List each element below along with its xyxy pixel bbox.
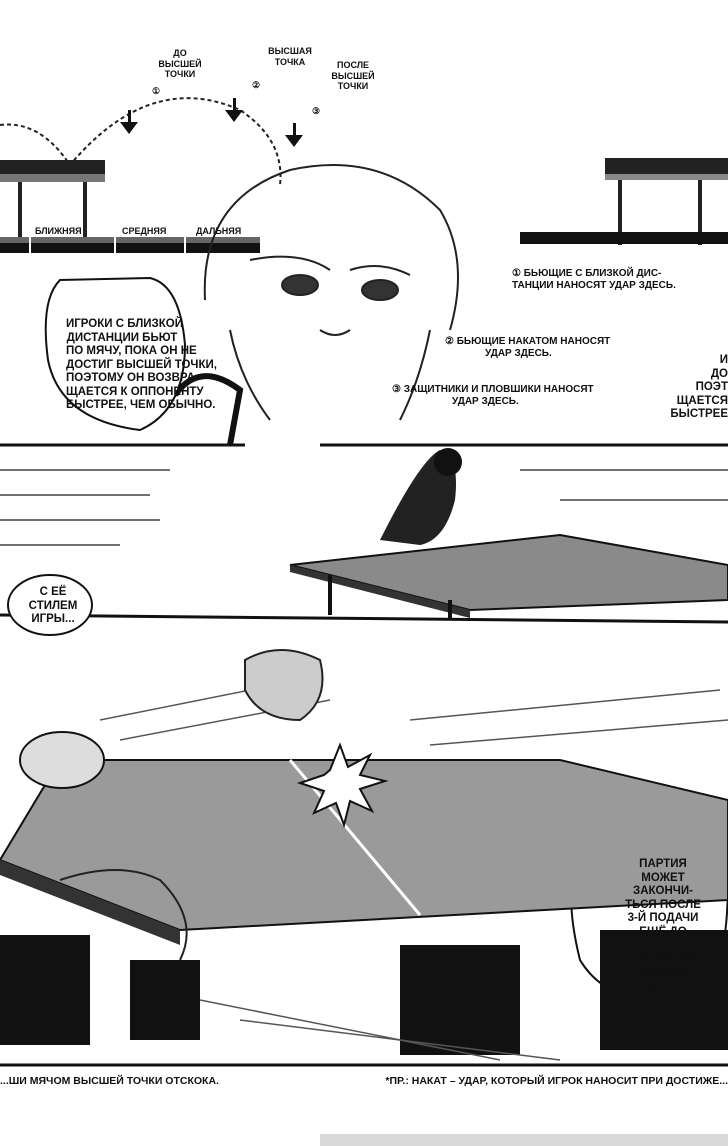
bubble-line: ПО МЯЧУ, ПОКА ОН НЕ	[66, 345, 197, 358]
bubble-line: ТОГО, КАК	[633, 939, 693, 952]
bubble-line: ЕЩЁ ДО	[639, 925, 687, 938]
panel-borders	[0, 443, 728, 1067]
bubble-line: ЩАЕТСЯ	[676, 394, 728, 407]
label-num-3: ③	[312, 106, 321, 116]
bubble-line: ПОЭТ	[695, 381, 728, 394]
legend-item-line: ③ ЗАЩИТНИКИ И ПЛОВШИКИ НАНОСЯТ	[392, 384, 594, 395]
bubble-right-partial: И ДО ПОЭТ ЩАЕТСЯ БЫСТРЕЕ	[670, 354, 728, 422]
table-right-illustration	[520, 158, 728, 245]
bubble-line: ОТВЕТИТЬ.	[630, 980, 696, 993]
ping-pong-ball	[19, 731, 105, 789]
legend-item-line: ① БЬЮЩИЕ С БЛИЗКОЙ ДИС-	[512, 268, 662, 279]
bubble-line: БЫСТРЕЕ	[670, 408, 728, 421]
bubble-line: ЩАЕТСЯ К ОППОНЕНТУ	[66, 385, 204, 398]
bubble-line: ДИСТАНЦИИ БЬЮТ	[66, 331, 178, 344]
bubble-line: ИГРЫ...	[31, 613, 75, 626]
bubble-line: ИГРОКИ С БЛИЗКОЙ	[66, 318, 183, 330]
legend-item-line: УДАР ЗДЕСЬ.	[485, 347, 552, 359]
legend-item-line: ② БЬЮЩИЕ НАКАТОМ НАНОСЯТ	[445, 336, 611, 347]
footnote-right: *ПР.: НАКАТ – УДАР, КОТОРЫЙ ИГРОК НАНОСИ…	[385, 1075, 728, 1087]
bottom-gray-strip	[320, 1134, 728, 1146]
bubble-players-near: ИГРОКИ С БЛИЗКОЙ ДИСТАНЦИИ БЬЮТ ПО МЯЧУ,…	[66, 318, 217, 413]
label-num-1: ①	[152, 86, 161, 96]
bubble-rally: ПАРТИЯ МОЖЕТ ЗАКОНЧИ- ТЬСЯ ПОСЛЕ 3-Й ПОД…	[604, 858, 722, 994]
bubble-line: ЗАКОНЧИ-	[633, 885, 693, 898]
distance-scale-bar	[0, 237, 260, 253]
bubble-line: И	[719, 354, 728, 366]
label-distance-far: ДАЛЬНЯЯ	[196, 226, 242, 236]
bubble-line: ДО	[710, 367, 728, 380]
legend-item-1: ① БЬЮЩИЕ С БЛИЗКОЙ ДИС- ТАНЦИИ НАНОСЯТ У…	[512, 268, 676, 292]
impact-burst	[296, 742, 389, 829]
pingpong-table-middle	[289, 448, 728, 620]
table-left-illustration	[0, 160, 105, 240]
bubble-line: СМОЖЕТ	[637, 966, 689, 979]
bubble-line: ПАРТИЯ	[639, 858, 687, 870]
bubble-line: СТИЛЕМ	[28, 599, 78, 612]
label-after-peak-line: ВЫСШЕЙ	[331, 70, 375, 81]
girl-character	[172, 164, 459, 446]
speed-lines-middle	[0, 469, 728, 546]
footnote-left: ...ШИ МЯЧОМ ВЫСШЕЙ ТОЧКИ ОТСКОКА.	[0, 1075, 219, 1087]
label-before-peak-line: ТОЧКИ	[164, 69, 196, 80]
label-num-2: ②	[252, 80, 261, 90]
label-after-peak-line: ПОСЛЕ	[336, 60, 370, 70]
bubble-line: 3-Й ПОДАЧИ	[627, 912, 699, 925]
label-after-peak-line: ТОЧКИ	[337, 81, 369, 92]
bubble-line: БЫСТРЕЕ, ЧЕМ ОБЫЧНО.	[66, 399, 216, 412]
legend-item-2: ② БЬЮЩИЕ НАКАТОМ НАНОСЯТ УДАР ЗДЕСЬ.	[445, 336, 610, 360]
player-figure-action	[59, 649, 324, 961]
label-before-peak-line: ВЫСШЕЙ	[158, 58, 202, 69]
trajectory-arrows	[120, 98, 303, 147]
bubble-line: ПРОТИВНИК	[627, 952, 699, 965]
legend-item-3: ③ ЗАЩИТНИКИ И ПЛОВШИКИ НАНОСЯТ УДАР ЗДЕС…	[392, 384, 594, 408]
legend-background	[505, 258, 728, 408]
bubble-style-player: С ЕЁ СТИЛЕМ ИГРЫ...	[26, 586, 80, 627]
label-peak-line: ТОЧКА	[274, 56, 306, 67]
label-before-peak-line: ДО	[173, 48, 187, 58]
footnote-bar: ...ШИ МЯЧОМ ВЫСШЕЙ ТОЧКИ ОТСКОКА. *ПР.: …	[0, 1072, 728, 1090]
legend-item-line: УДАР ЗДЕСЬ.	[452, 395, 519, 407]
bubble-line: ПОЭТОМУ ОН ВОЗВРА-	[66, 372, 199, 385]
pingpong-table-action	[0, 759, 728, 1055]
bubble-line: ТЬСЯ ПОСЛЕ	[625, 898, 701, 911]
legend-item-line: ТАНЦИИ НАНОСЯТ УДАР ЗДЕСЬ.	[512, 279, 676, 291]
label-peak: ВЫСШАЯ ТОЧКА	[255, 46, 325, 67]
label-distance-middle: СРЕДНЯЯ	[122, 226, 167, 236]
bubble-line: С ЕЁ	[39, 586, 67, 598]
label-peak-line: ВЫСШАЯ	[268, 46, 312, 56]
label-distance-near: БЛИЖНЯЯ	[35, 226, 82, 236]
bubble-line: ДОСТИГ ВЫСШЕЙ ТОЧКИ,	[66, 358, 217, 371]
ball-trajectory-diagram	[0, 97, 282, 186]
label-before-peak: ДО ВЫСШЕЙ ТОЧКИ	[150, 48, 210, 80]
bubble-line: МОЖЕТ	[641, 871, 685, 884]
label-after-peak: ПОСЛЕ ВЫСШЕЙ ТОЧКИ	[318, 60, 388, 92]
